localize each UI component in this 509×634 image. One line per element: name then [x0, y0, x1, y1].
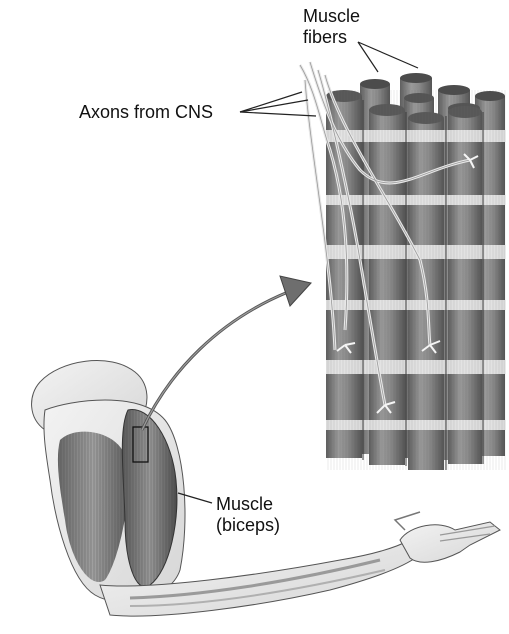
magnification-arrow: [142, 276, 311, 430]
label-muscle-fibers-line2: fibers: [303, 27, 360, 48]
muscle-fiber-bundle: [326, 73, 506, 470]
label-biceps-line1: Muscle: [216, 494, 280, 515]
label-muscle-fibers: Muscle fibers: [303, 6, 360, 48]
label-biceps: Muscle (biceps): [216, 494, 280, 536]
label-muscle-fibers-line1: Muscle: [303, 6, 360, 27]
label-axons: Axons from CNS: [79, 102, 213, 123]
label-biceps-line2: (biceps): [216, 515, 280, 536]
